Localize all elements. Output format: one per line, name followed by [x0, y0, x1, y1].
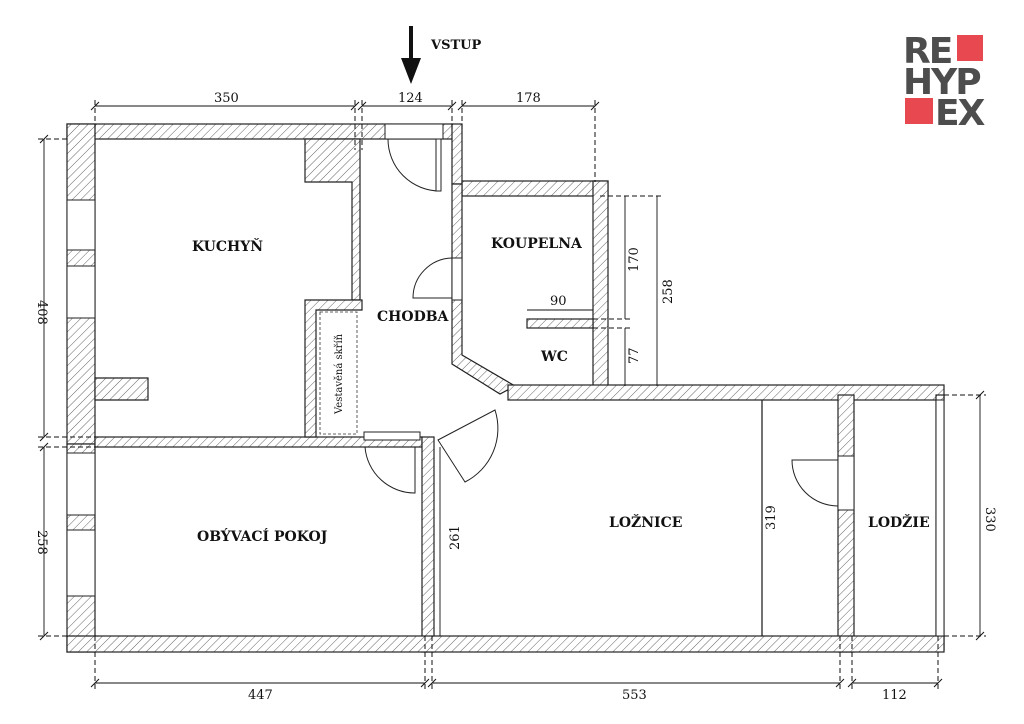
logo-line-3: EX — [935, 93, 986, 134]
entrance-label: VSTUP — [430, 38, 481, 53]
door-living — [364, 446, 416, 494]
dimension-lines — [38, 100, 986, 690]
room-label-wardrobe: Vestavěná skříň — [334, 333, 345, 415]
door-bedroom — [437, 409, 499, 483]
window-left-4 — [66, 529, 96, 597]
room-label-wc: WC — [540, 349, 568, 365]
wall-bedroom-loggia — [837, 394, 855, 653]
dim-bottom-bedroom: 553 — [622, 688, 647, 703]
dimension-labels: 350 124 178 408 258 170 258 90 77 261 31… — [34, 91, 997, 703]
room-label-bathroom: KOUPELNA — [491, 236, 583, 252]
room-label-hallway: CHODBA — [377, 309, 450, 325]
window-left-3 — [66, 452, 96, 516]
dim-top-hall: 124 — [398, 91, 423, 106]
door-loggia — [791, 459, 839, 507]
wall-hall-right-top — [451, 123, 463, 185]
dim-top-kitchen: 350 — [214, 91, 239, 106]
dim-hall-lower: 261 — [448, 525, 463, 550]
wall-bedroom-top — [507, 384, 945, 401]
wall-wardrobe — [304, 299, 363, 438]
room-label-kitchen: KUCHYŇ — [192, 237, 263, 255]
dim-wc-width: 90 — [550, 294, 567, 309]
room-label-living: OBÝVACÍ POKOJ — [197, 527, 328, 545]
dim-wc-height: 77 — [627, 347, 642, 364]
dim-loggia-height: 330 — [982, 507, 997, 532]
dim-left-living: 258 — [34, 530, 49, 555]
dim-left-kitchen: 408 — [34, 300, 49, 325]
logo-square-1 — [957, 35, 983, 61]
window-left-1 — [66, 199, 96, 251]
door-entrance — [387, 138, 441, 192]
wall-kitchen-corner — [304, 138, 361, 301]
dim-bath-inner: 170 — [627, 247, 642, 272]
logo-square-2 — [905, 98, 933, 124]
walls — [66, 123, 945, 653]
logo: RE HYP EX — [903, 31, 988, 134]
wall-living-right — [421, 436, 435, 653]
logo-line-2: HYP — [903, 62, 980, 103]
wall-bath-top — [461, 180, 609, 197]
room-label-loggia: LODŽIE — [868, 513, 930, 531]
door-bathroom — [412, 257, 453, 299]
arrow-down-icon — [401, 58, 421, 84]
wall-bottom — [66, 635, 945, 653]
room-label-bedroom: LOŽNICE — [609, 513, 682, 531]
dim-top-bath: 178 — [516, 91, 541, 106]
wardrobe-outline — [319, 311, 358, 435]
wall-wc-shelf — [526, 318, 594, 329]
wall-bath-right — [592, 180, 609, 387]
dim-bedroom-height: 319 — [764, 505, 779, 530]
dim-bath-outer: 258 — [661, 279, 676, 304]
doors — [363, 138, 839, 507]
logo-line-1: RE — [903, 31, 951, 72]
loggia-door-gap — [837, 455, 855, 511]
entrance-gap — [384, 123, 444, 140]
window-left-2 — [66, 265, 96, 319]
loggia-window — [935, 399, 945, 637]
dim-bottom-living: 447 — [248, 688, 273, 703]
room-labels: KUCHYŇ CHODBA KOUPELNA WC Vestavěná skří… — [192, 236, 930, 545]
wall-kitchen-notch — [94, 377, 149, 401]
dim-bottom-loggia: 112 — [882, 688, 907, 703]
bath-door-gap — [451, 257, 463, 301]
entrance-arrow: VSTUP — [401, 26, 481, 84]
